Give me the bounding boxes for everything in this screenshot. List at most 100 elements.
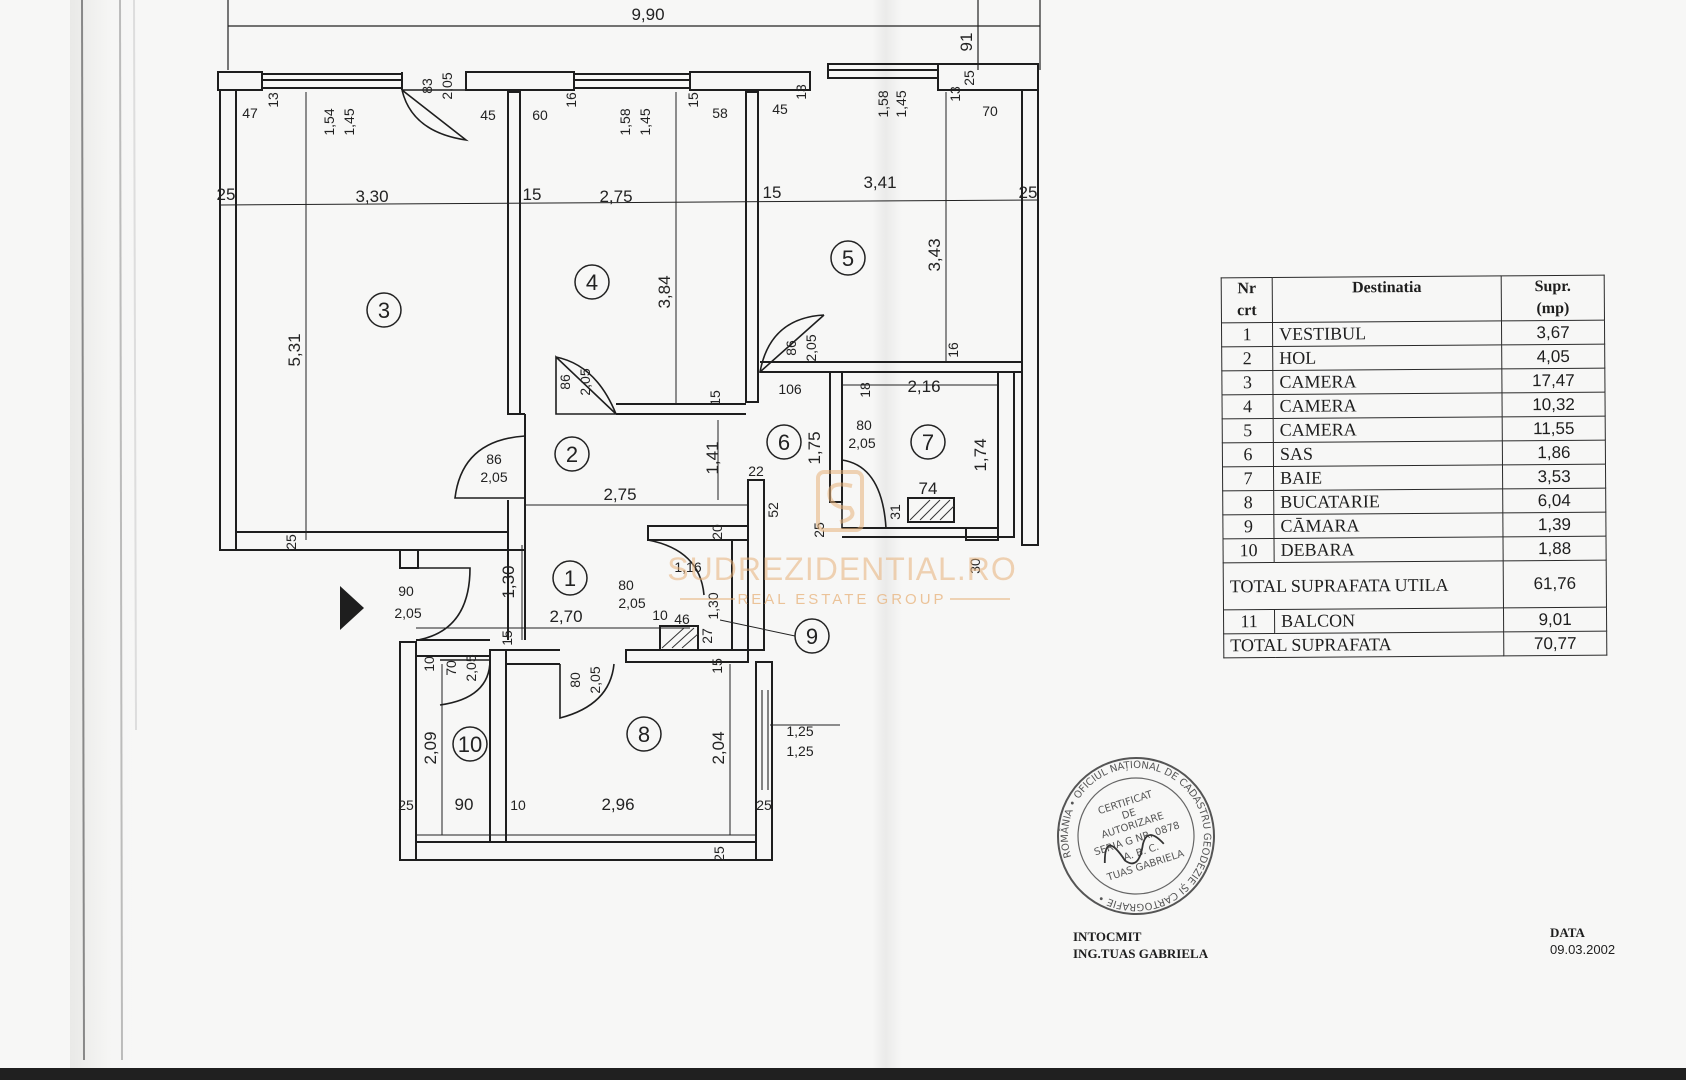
room-destination-cell: CAMERA [1272,368,1502,395]
signature-label: INTOCMIT [1073,929,1142,944]
room-area-cell: 1,86 [1502,440,1606,465]
dim-p15d: 15 [499,630,515,646]
room-nr-cell: 3 [1221,370,1273,395]
dim-door1-a: 90 [398,583,414,599]
dim-p20: 20 [709,524,725,540]
balcon-nr: 11 [1223,609,1275,634]
room-destination-cell: BUCATARIE [1273,488,1503,515]
dim-p25f: 25 [756,797,772,813]
room-area-cell: 6,04 [1502,488,1606,513]
room-number-3: 3 [378,298,390,323]
dim-p15e: 15 [709,658,725,674]
dim-door10-a: 70 [443,660,459,676]
dim-p45a: 45 [480,107,496,123]
balcon-area: 9,01 [1503,607,1607,632]
signature-block: INTOCMIT ING.TUAS GABRIELA [1073,928,1208,962]
dim-p10b: 10 [421,656,437,672]
dim-r4-width: 2,75 [599,187,632,206]
room-number-10: 10 [458,732,482,757]
room-nr-cell: 2 [1221,346,1273,371]
dim-wall-15b: 15 [763,183,782,202]
dim-r4-height: 3,84 [655,275,674,308]
dim-door8-a: 80 [567,672,583,688]
room-area-cell: 1,88 [1502,536,1607,561]
dim-p13b: 13 [793,84,809,100]
room-nr-cell: 10 [1223,538,1275,563]
room-area-cell: 17,47 [1501,368,1605,393]
dim-door1-b: 2,05 [394,605,421,621]
dim-p45b: 45 [772,101,788,117]
dim-p16a: 16 [563,92,579,108]
date-label: DATA [1550,925,1585,940]
dim-door8-b: 2,05 [587,666,603,693]
date-block: DATA 09.03.2002 [1550,924,1615,958]
room-nr-cell: 7 [1222,466,1274,491]
total-util-label: TOTAL SUPRAFATA UTILA [1223,560,1504,610]
room-area-cell: 10,32 [1501,392,1606,417]
room-area-cell: 1,39 [1502,512,1606,537]
dim-p58: 58 [712,105,728,121]
dim-p15a: 15 [685,92,701,108]
dim-door-top-a: 83 [419,78,435,94]
room-destination-cell: CAMERA [1273,416,1503,443]
dim-p13a: 13 [265,92,281,108]
dim-p15c: 15 [707,390,723,406]
dim-door5-a: 86 [783,340,799,356]
stamp-line-2: DE [1121,807,1138,822]
room-number-8: 8 [638,722,650,747]
dim-p25e: 25 [398,797,414,813]
dim-p30: 30 [967,558,983,574]
entrance-arrow-icon [340,586,364,630]
signature-name: ING.TUAS GABRIELA [1073,946,1209,961]
dim-p204: 2,04 [709,731,728,764]
dim-p175: 1,75 [805,431,824,464]
handwritten-signature [1103,834,1165,865]
dim-p116: 1,16 [674,559,701,575]
dim-p52: 52 [765,502,781,518]
dim-r5-height: 3,43 [925,238,944,271]
dim-p90: 90 [455,795,474,814]
dim-door5-b: 2,05 [803,334,819,361]
dim-p46: 46 [674,611,690,627]
balcony-rail [761,690,769,790]
room-number-7: 7 [922,430,934,455]
dim-p275: 2,75 [603,485,636,504]
watermark-tagline: REAL ESTATE GROUP [737,591,946,608]
total-util-area: 61,76 [1503,560,1607,608]
dimension-labels: 3,30 2,75 3,41 25 15 15 25 5,31 3,84 3,4… [217,70,1038,862]
room-number-9: 9 [806,624,818,649]
dim-p296: 2,96 [601,795,634,814]
dim-balc-b: 1,25 [786,743,813,759]
dim-r3-width: 3,30 [355,187,388,206]
header-suprafata: Supr.(mp) [1501,275,1605,321]
dim-p10a: 10 [652,607,668,623]
room-area-cell: 3,53 [1502,464,1606,489]
dim-p74: 74 [919,479,938,498]
dim-p16b: 16 [945,342,961,358]
room-destination-cell: VESTIBUL [1272,320,1502,347]
dim-balc-a: 1,25 [786,723,813,739]
room-destination-cell: SAS [1273,440,1503,467]
room-markers: 1 2 3 4 5 6 7 8 9 10 [366,240,946,762]
dim-door-top-b: 2,05 [439,72,455,99]
dim-door2-a: 86 [486,451,502,467]
scan-edge-lines [81,0,137,1061]
dim-win1-top: 1,54 [321,108,337,135]
dim-p10c: 10 [510,797,526,813]
watermark-logo-icon [816,470,864,532]
room-area-cell: 4,05 [1501,344,1605,369]
room-number-5: 5 [842,246,854,271]
dim-wall-25a: 25 [217,185,236,204]
room-number-6: 6 [778,430,790,455]
room-nr-cell: 9 [1222,514,1274,539]
dim-p174: 1,74 [971,438,990,471]
